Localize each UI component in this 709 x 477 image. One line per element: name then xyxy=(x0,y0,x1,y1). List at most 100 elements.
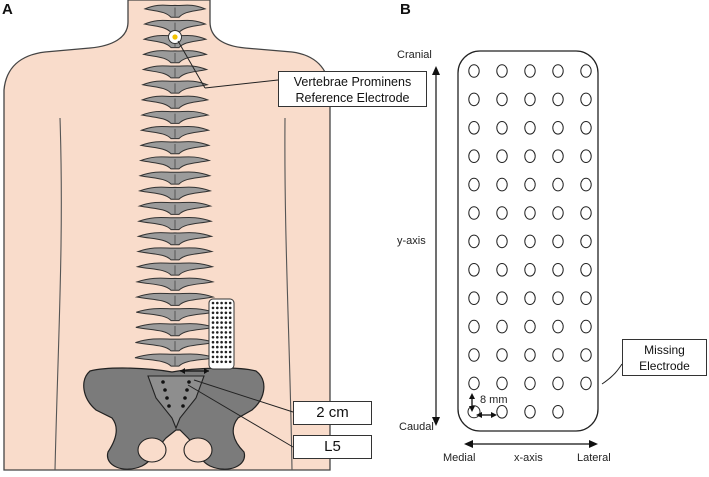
grid-dot xyxy=(220,355,223,359)
grid-dot xyxy=(224,355,228,359)
electrode xyxy=(524,405,536,419)
grid-dot xyxy=(220,326,223,329)
electrode xyxy=(496,291,508,306)
electrode xyxy=(468,348,480,362)
grid-dot xyxy=(228,350,232,354)
vertebra xyxy=(137,201,213,215)
grid-dot xyxy=(216,326,219,329)
vertebra xyxy=(142,50,208,64)
grid-dot xyxy=(220,321,223,324)
electrode-array xyxy=(467,64,592,419)
grid-dot xyxy=(224,326,228,329)
electrode xyxy=(580,206,592,220)
grid-dot xyxy=(211,336,215,339)
vertebra-label: L5 xyxy=(324,438,341,455)
electrode xyxy=(524,319,536,334)
electrode xyxy=(580,291,592,306)
y-axis-arrow-head-top xyxy=(432,66,440,75)
electrode xyxy=(468,121,480,135)
vertebra xyxy=(138,156,212,170)
electrode xyxy=(496,206,508,220)
grid-dot xyxy=(224,331,228,334)
spacing-arrow-head-right xyxy=(491,412,497,418)
electrode xyxy=(468,92,480,107)
electrode xyxy=(552,92,564,107)
reference-label-line2: Reference Electrode xyxy=(295,91,410,105)
electrode xyxy=(552,149,564,163)
vertebra xyxy=(137,216,213,231)
panel-a-letter: A xyxy=(2,1,13,18)
electrode xyxy=(524,206,536,220)
grid-dot xyxy=(211,306,215,310)
grid-dot xyxy=(216,355,219,359)
grid-dot xyxy=(228,340,232,344)
spacing-arrow-head-left xyxy=(476,412,482,418)
y-axis-arrow-head-bottom xyxy=(432,417,440,426)
grid-dot xyxy=(211,331,215,334)
distance-arrow-head-left xyxy=(180,368,185,374)
grid-dot xyxy=(211,355,215,359)
electrode xyxy=(580,149,592,163)
grid-dot xyxy=(228,311,232,315)
sacrum xyxy=(147,375,205,430)
vertebra xyxy=(141,65,209,79)
reference-leader-line-2 xyxy=(204,79,279,89)
medial-label: Medial xyxy=(443,452,476,464)
x-axis-arrow-head-right xyxy=(589,440,598,448)
electrode xyxy=(524,263,536,277)
reference-electrode-core xyxy=(172,34,178,40)
reference-electrode-label-box: Vertebrae Prominens Reference Electrode xyxy=(278,71,427,107)
vertebra xyxy=(135,277,215,291)
grid-dot xyxy=(216,345,219,349)
grid-dot xyxy=(211,321,215,324)
electrode xyxy=(524,234,536,249)
grid-dot xyxy=(228,360,232,364)
electrode xyxy=(468,149,480,163)
grid-dot xyxy=(220,301,223,305)
torso-contour-right xyxy=(284,117,293,471)
grid-dot xyxy=(220,316,223,320)
grid-dot xyxy=(224,301,228,305)
panel-b-letter: B xyxy=(400,1,411,18)
grid-dot xyxy=(228,331,232,334)
electrode xyxy=(580,348,592,362)
grid-dot xyxy=(220,360,223,364)
electrode xyxy=(552,263,564,277)
grid-dot xyxy=(220,311,223,315)
grid-dot xyxy=(220,336,223,339)
vertebra xyxy=(141,80,209,94)
grid-dot xyxy=(228,345,232,349)
grid-dot xyxy=(220,345,223,349)
vertebra xyxy=(136,232,214,246)
electrode xyxy=(496,92,508,107)
grid-dot xyxy=(216,350,219,354)
grid-dot xyxy=(224,311,228,315)
electrode xyxy=(552,177,564,192)
electrode xyxy=(496,64,508,78)
vertebra xyxy=(139,125,211,140)
grid-dot xyxy=(228,321,232,324)
vertebra xyxy=(137,186,213,200)
grid-dot xyxy=(228,355,232,359)
vertebra xyxy=(136,247,214,261)
electrode xyxy=(552,206,564,220)
x-axis-arrow-head-left xyxy=(464,440,473,448)
grid-dot xyxy=(224,306,228,310)
electrode xyxy=(496,263,508,277)
grid-dot xyxy=(224,321,228,324)
grid-dot xyxy=(216,340,219,344)
electrode-grid-on-back xyxy=(208,298,235,370)
electrode xyxy=(496,405,508,419)
grid-dot xyxy=(216,336,219,339)
electrode xyxy=(496,348,508,362)
electrode xyxy=(580,121,592,135)
grid-dot xyxy=(216,321,219,324)
reference-leader-line xyxy=(177,40,206,89)
electrode xyxy=(468,319,480,334)
electrode xyxy=(468,234,480,249)
electrode xyxy=(496,319,508,334)
grid-dot xyxy=(216,301,219,305)
grid-dot xyxy=(228,306,232,310)
electrode xyxy=(524,177,536,192)
